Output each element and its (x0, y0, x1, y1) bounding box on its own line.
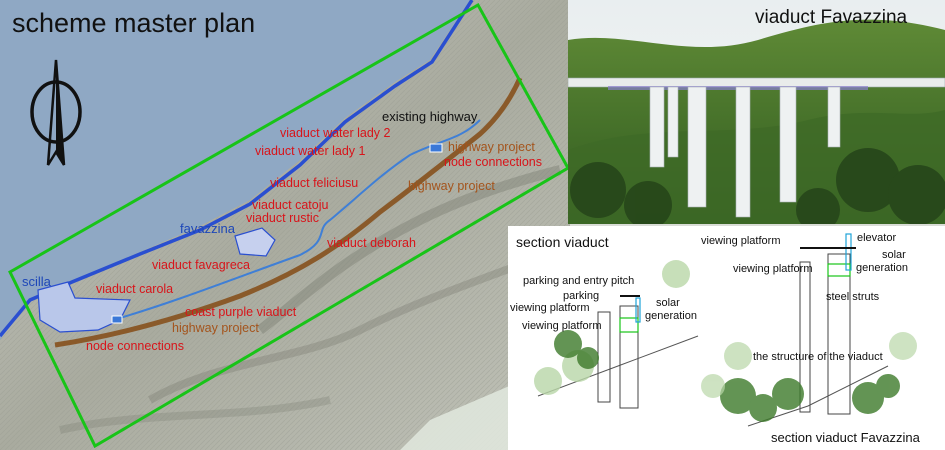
label-generation-1: generation (645, 310, 697, 322)
label-viewing-platform-mid: viewing platform (733, 263, 813, 275)
label-parking-entry: parking and entry pitch (523, 275, 635, 287)
section2-title: section viaduct Favazzina (771, 430, 920, 445)
existing-highway-line (119, 119, 481, 319)
label-node-connections-bottom: node connections (86, 339, 184, 353)
node-marker-top (429, 143, 443, 153)
label-solar-1: solar (656, 297, 680, 309)
viaduct-deck (568, 77, 945, 88)
highway-project-line (54, 76, 523, 348)
label-favazzina: favazzina (180, 221, 235, 236)
label-generation-2: generation (856, 262, 908, 274)
label-viaduct-catoju: viaduct catoju (252, 198, 329, 212)
favazzina-town (234, 227, 276, 257)
section2-terrain (747, 365, 889, 427)
map-panel (0, 0, 570, 450)
label-viaduct-structure: the structure of the viaduct (753, 351, 883, 363)
node-marker-bottom (111, 315, 123, 324)
label-viaduct-feliciusu: viaduct feliciusu (270, 176, 359, 190)
page-title: scheme master plan (12, 8, 256, 38)
section2-tower-left (799, 261, 811, 413)
label-viaduct-rustic: viaduct rustic (246, 211, 319, 225)
label-parking: parking (563, 290, 600, 302)
section1-tower-right (619, 305, 639, 409)
label-steel-struts: steel struts (826, 291, 880, 303)
label-node-connections-top: node connections (444, 155, 542, 169)
section2-tower-right (827, 253, 851, 415)
photo-title: viaduct Favazzina (755, 7, 908, 28)
section-trees (554, 330, 900, 422)
label-existing-highway: existing highway (382, 109, 478, 124)
label-coast-purple-viaduct: coast purple viaduct (185, 305, 297, 319)
label-highway-project-top: highway project (448, 140, 535, 154)
section1-title: section viaduct (516, 234, 609, 250)
label-viaduct-deborah: viaduct deborah (327, 236, 416, 250)
viaduct-piers (649, 86, 841, 218)
label-viewing-platform-top: viewing platform (701, 235, 781, 247)
label-viaduct-water-lady-1: viaduct water lady 1 (255, 144, 366, 158)
section1-terrain (537, 335, 699, 397)
label-viewing-platform-1: viewing platform (510, 302, 590, 314)
label-scilla: scilla (22, 274, 51, 289)
north-arrow-icon (30, 59, 82, 166)
label-viaduct-favagreca: viaduct favagreca (152, 258, 250, 272)
viaduct-photo (568, 0, 945, 224)
label-viaduct-carola: viaduct carola (96, 282, 174, 296)
label-viewing-platform-2: viewing platform (522, 320, 602, 332)
label-highway-project-mid: highway project (408, 179, 495, 193)
label-solar-2: solar (882, 249, 906, 261)
label-highway-project-bottom: highway project (172, 321, 259, 335)
label-elevator: elevator (857, 232, 897, 244)
section-drawings (534, 233, 917, 427)
label-viaduct-water-lady-2: viaduct water lady 2 (280, 126, 391, 140)
